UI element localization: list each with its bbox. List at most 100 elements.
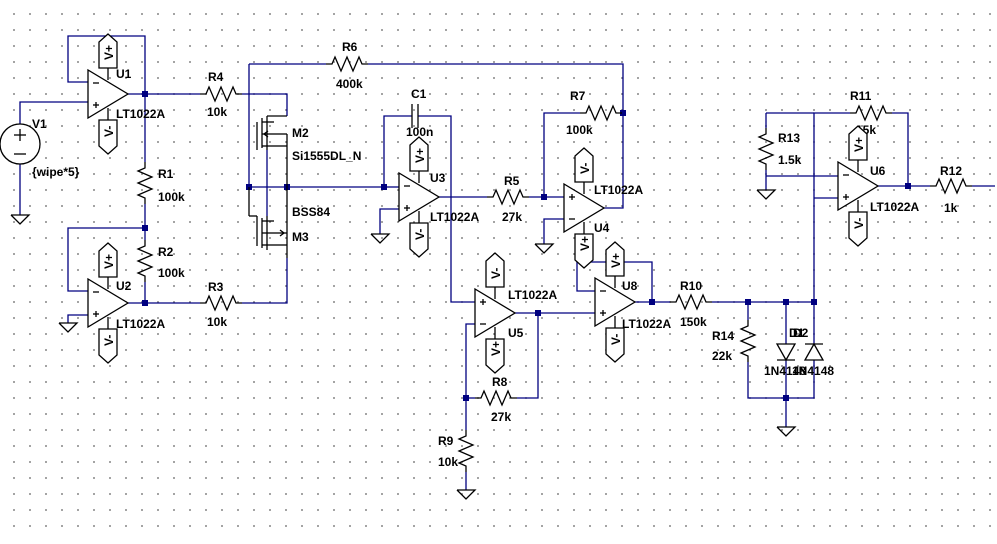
u3-model: LT1022A <box>430 210 479 224</box>
opamp-u2[interactable]: V+ V- U2 LT1022A <box>87 242 165 364</box>
r10-ref: R10 <box>680 279 702 293</box>
u1-vneg: V- <box>102 126 116 137</box>
ground-symbol <box>534 243 554 254</box>
u1-vpos: V+ <box>102 45 116 60</box>
r9-value: 10k <box>438 455 458 469</box>
r13-ref: R13 <box>778 131 800 145</box>
u5-ref: U5 <box>508 326 524 340</box>
c1-ref: C1 <box>411 87 427 101</box>
u8-ref: U8 <box>622 279 638 293</box>
r2-value: 100k <box>158 266 185 280</box>
resistor-r8[interactable]: R8 27k <box>474 375 518 424</box>
resistor-r12[interactable]: R12 1k <box>929 164 973 215</box>
m3-model: BSS84 <box>292 205 330 219</box>
diode-d1[interactable]: D1 1N4148 <box>764 326 806 378</box>
d2-model: 1N4148 <box>792 364 834 378</box>
u8-vneg: V- <box>609 334 623 345</box>
r3-ref: R3 <box>208 280 224 294</box>
r8-ref: R8 <box>492 375 508 389</box>
u3-vneg: V- <box>413 229 427 240</box>
u2-ref: U2 <box>116 279 132 293</box>
u4-vpos: V- <box>578 163 592 174</box>
r14-ref: R14 <box>712 329 734 343</box>
r12-value: 1k <box>944 201 958 215</box>
u1-ref: U1 <box>116 67 132 81</box>
opamp-u6[interactable]: V+ V- U6 LT1022A <box>837 125 919 247</box>
u4-vneg: V+ <box>578 236 592 251</box>
mosfet-m2[interactable]: M2 Si1555DL_N <box>256 115 361 187</box>
v1-ref: V1 <box>32 117 47 131</box>
u8-model: LT1022A <box>622 317 671 331</box>
u5-model: LT1022A <box>508 288 557 302</box>
v1-value: {wipe*5} <box>32 165 80 179</box>
opamp-u3[interactable]: V+ V- U3 LT1022A <box>398 136 479 258</box>
resistor-r10[interactable]: R10 150k <box>669 279 713 329</box>
m2-model: Si1555DL_N <box>292 149 361 163</box>
r2-ref: R2 <box>158 245 174 259</box>
u2-vneg: V- <box>102 335 116 346</box>
resistor-r9[interactable]: R9 10k <box>438 429 474 473</box>
r6-value: 400k <box>336 77 363 91</box>
resistor-r6[interactable]: R6 400k <box>325 40 369 91</box>
d1-ref: D1 <box>789 326 805 340</box>
d1-model: 1N4148 <box>764 364 806 378</box>
u6-vneg: V- <box>852 218 866 229</box>
u5-vpos: V- <box>489 268 503 279</box>
r10-value: 150k <box>680 315 707 329</box>
r14-value: 22k <box>712 349 732 363</box>
resistor-r1[interactable]: R1 100k <box>137 161 185 205</box>
r9-ref: R9 <box>438 434 454 448</box>
resistor-r7[interactable]: R7 100k <box>566 89 623 137</box>
r13-value: 1.5k <box>778 153 802 167</box>
opamp-u8[interactable]: V+ V- U8 LT1022A <box>594 241 671 363</box>
r11-ref: R11 <box>850 89 872 103</box>
resistor-r4[interactable]: R4 10k <box>199 70 243 119</box>
ground-symbol <box>58 322 78 333</box>
r1-ref: R1 <box>158 167 174 181</box>
u2-model: LT1022A <box>116 317 165 331</box>
u4-model: LT1022A <box>594 183 643 197</box>
r3-value: 10k <box>207 315 227 329</box>
u8-vpos: V+ <box>609 253 623 268</box>
opamp-u4[interactable]: V- V+ LT1022A U4 <box>563 147 643 269</box>
resistor-r13[interactable]: R13 1.5k <box>758 127 802 171</box>
r1-value: 100k <box>158 190 185 204</box>
resistor-r2[interactable]: R2 100k <box>137 239 185 283</box>
r6-ref: R6 <box>342 40 358 54</box>
r7-value: 100k <box>566 123 593 137</box>
m3-ref: M3 <box>292 230 309 244</box>
ground-symbol <box>776 426 796 437</box>
r4-ref: R4 <box>208 70 224 84</box>
c1-value: 100n <box>406 125 433 139</box>
r5-ref: R5 <box>504 174 520 188</box>
u1-model: LT1022A <box>116 107 165 121</box>
d2-ref: D2 <box>793 326 809 340</box>
opamp-u1[interactable]: V+ V- U1 LT1022A <box>87 33 165 155</box>
diode-d2[interactable]: D2 1N4148 <box>792 326 834 378</box>
ground-symbol <box>756 189 776 200</box>
r5-value: 27k <box>502 210 522 224</box>
r4-value: 10k <box>207 105 227 119</box>
opamp-u5[interactable]: V- V+ LT1022A U5 <box>474 252 557 374</box>
u4-ref: U4 <box>594 221 610 235</box>
u5-vneg: V+ <box>489 341 503 356</box>
resistor-r5[interactable]: R5 27k <box>486 174 530 224</box>
ground-symbol <box>456 489 476 500</box>
r8-value: 27k <box>491 410 511 424</box>
resistor-r3[interactable]: R3 10k <box>199 280 243 329</box>
u6-model: LT1022A <box>870 200 919 214</box>
m2-ref: M2 <box>292 126 309 140</box>
voltage-source-v1[interactable]: V1 {wipe*5} <box>0 117 80 179</box>
u2-vpos: V+ <box>102 254 116 269</box>
resistor-r14[interactable]: R14 22k <box>712 319 756 363</box>
ground-symbol <box>370 233 390 244</box>
u3-ref: U3 <box>430 171 446 185</box>
capacitor-c1[interactable]: C1 100n <box>406 87 433 139</box>
r7-ref: R7 <box>570 89 586 103</box>
mosfet-m3[interactable]: BSS84 M3 <box>248 187 330 258</box>
r12-ref: R12 <box>940 164 962 178</box>
u6-vpos: V+ <box>852 137 866 152</box>
u6-ref: U6 <box>870 164 886 178</box>
